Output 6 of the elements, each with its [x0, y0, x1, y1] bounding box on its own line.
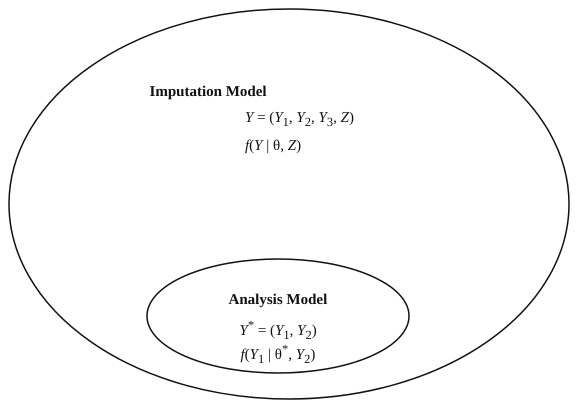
formula: f(Y$_{1}$ | θ$^{*}$, Y$_{2}$)	[240, 342, 316, 367]
formula: Y = (Y$_{1}$, Y$_{2}$, Y$_{3}$, Z)	[245, 110, 354, 130]
formula: Y$^{*}$ = (Y$_{1}$, Y$_{2}$)	[240, 318, 317, 343]
formula: f(Y | θ, Z)	[245, 138, 302, 155]
model-title: Analysis Model	[228, 292, 328, 309]
model-title: Imputation Model	[150, 84, 267, 101]
